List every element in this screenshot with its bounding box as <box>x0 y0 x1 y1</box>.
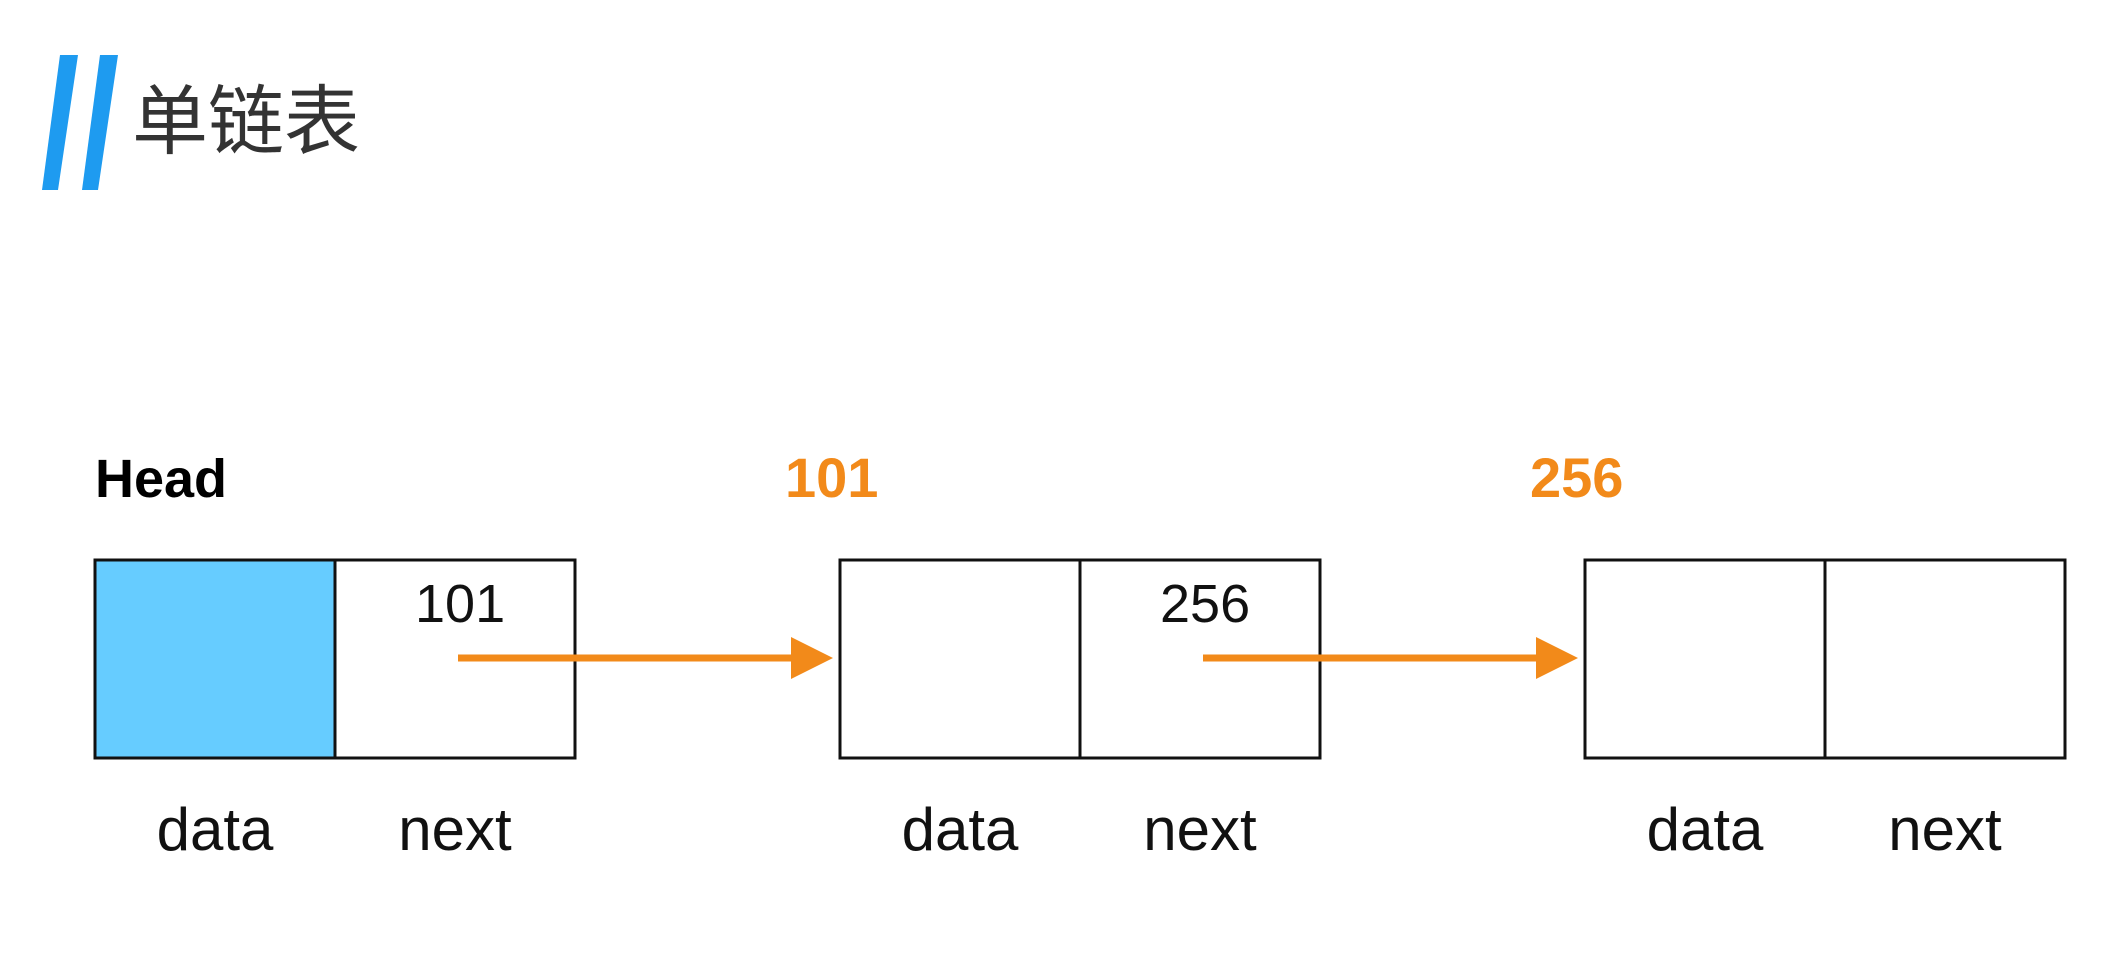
node-data-cell <box>838 558 1082 760</box>
list-node: 101 256 data next <box>785 446 1322 863</box>
head-label: Head <box>95 449 227 509</box>
node-data-cell <box>93 558 337 760</box>
list-node: 101 data next <box>93 558 577 863</box>
nodes-layer: 101 data next 101 256 data next 256 data next <box>93 446 2067 863</box>
node-next-value: 101 <box>415 574 505 634</box>
node-data-cell <box>1583 558 1827 760</box>
title-accent-icon <box>42 55 118 190</box>
node-next-value: 256 <box>1160 574 1250 634</box>
node-data-label: data <box>157 796 274 863</box>
node-next-label: next <box>1888 796 2002 863</box>
node-next-label: next <box>398 796 512 863</box>
title-accent-bar-1 <box>42 55 78 190</box>
page-title: 单链表 <box>132 77 360 166</box>
node-address-label: 256 <box>1530 446 1623 509</box>
title-accent-bar-2 <box>82 55 118 190</box>
node-data-label: data <box>902 796 1019 863</box>
node-address-label: 101 <box>785 446 878 509</box>
node-next-cell <box>1823 558 2067 760</box>
node-next-label: next <box>1143 796 1257 863</box>
list-node: 256 data next <box>1530 446 2067 863</box>
node-data-label: data <box>1647 796 1764 863</box>
